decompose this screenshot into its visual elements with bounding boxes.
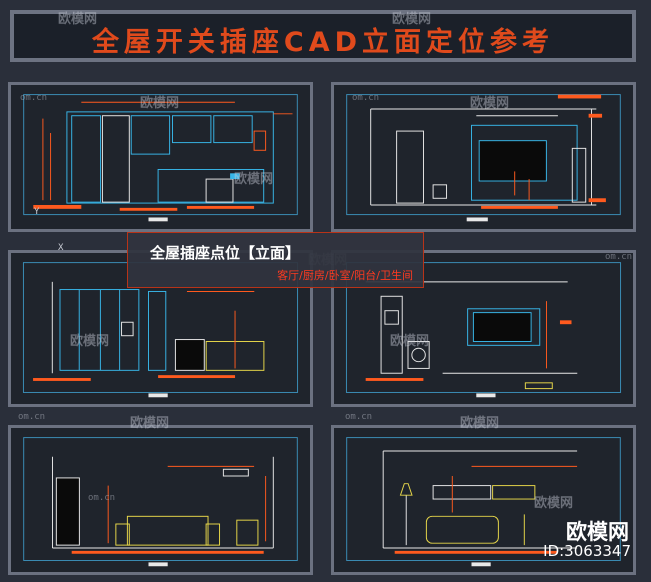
title-banner: 全屋开关插座CAD立面定位参考 bbox=[10, 10, 636, 62]
watermark-site: om.cn bbox=[605, 252, 633, 262]
watermark-brand: 欧模网 bbox=[470, 96, 510, 111]
dining-elevation-drawing bbox=[22, 262, 299, 398]
watermark-brand: 欧模网 bbox=[130, 416, 170, 431]
ucs-y-label: Y bbox=[34, 207, 40, 217]
watermark-site: om.cn bbox=[345, 412, 373, 422]
watermark-brand: 欧模网 bbox=[534, 496, 574, 511]
watermark-site: om.cn bbox=[20, 93, 48, 103]
elevation-panel-bedroom bbox=[8, 425, 313, 575]
watermark-brand: 欧模网 bbox=[392, 12, 432, 27]
living-tv-elevation-drawing bbox=[346, 94, 621, 222]
caption-subtitle: 客厅/厨房/卧室/阳台/卫生间 bbox=[277, 269, 413, 282]
watermark-brand: 欧模网 bbox=[460, 416, 500, 431]
watermark-site: om.cn bbox=[352, 93, 380, 103]
bedroom-elevation-drawing bbox=[23, 437, 298, 567]
caption-box: 全屋插座点位【立面】 客厅/厨房/卧室/阳台/卫生间 bbox=[127, 232, 424, 288]
watermark-site: om.cn bbox=[88, 493, 116, 503]
elevation-panel-living-tv bbox=[331, 82, 636, 232]
brand-logo-text: 欧模网 bbox=[566, 520, 629, 544]
watermark-brand: 欧模网 bbox=[390, 334, 430, 349]
elevation-panel-living-sofa bbox=[331, 425, 636, 575]
watermark-brand: 欧模网 bbox=[140, 96, 180, 111]
balcony-elevation-drawing bbox=[345, 262, 622, 398]
watermark-brand: 欧模网 bbox=[58, 12, 98, 27]
watermark-site: om.cn bbox=[18, 412, 46, 422]
page-title: 全屋开关插座CAD立面定位参考 bbox=[91, 27, 555, 58]
ucs-x-label: X bbox=[58, 243, 64, 253]
watermark-brand: 欧模网 bbox=[234, 172, 274, 187]
living-sofa-elevation-drawing bbox=[346, 437, 621, 567]
brand-id: ID:3063347 bbox=[543, 542, 631, 560]
caption-title: 全屋插座点位【立面】 bbox=[150, 244, 301, 262]
elevation-panel-kitchen bbox=[8, 82, 313, 232]
watermark-brand: 欧模网 bbox=[70, 334, 110, 349]
kitchen-elevation-drawing bbox=[23, 94, 298, 222]
